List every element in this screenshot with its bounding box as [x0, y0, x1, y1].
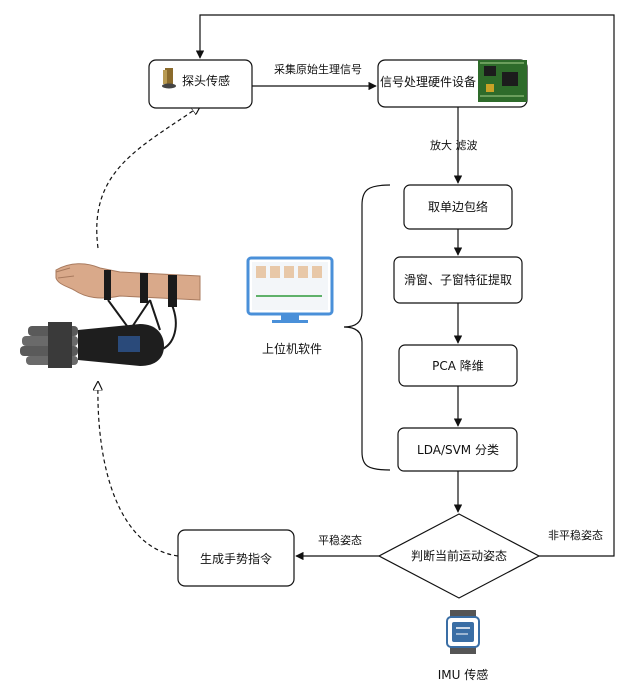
probe-sensor-node: 探头传感	[148, 59, 253, 109]
imu-node: IMU 传感	[438, 610, 489, 682]
classify-node: LDA/SVM 分类	[397, 427, 518, 472]
dashed-cmd-to-hand	[98, 382, 179, 557]
pca-label: PCA 降维	[432, 359, 484, 373]
dashed-arm-to-probe	[96, 106, 200, 249]
probe-sensor-icon	[162, 68, 176, 89]
pcb-board-icon	[478, 60, 527, 102]
host-software-label: 上位机软件	[262, 341, 322, 356]
connectors	[96, 14, 615, 561]
monitor-icon	[246, 256, 334, 323]
feature-node: 滑窗、子窗特征提取	[393, 256, 523, 304]
gesture-cmd-label: 生成手势指令	[200, 551, 272, 566]
gesture-cmd-node: 生成手势指令	[177, 529, 295, 587]
edge-label-raw-signal: 采集原始生理信号	[274, 62, 362, 76]
host-software-node: 上位机软件	[246, 256, 334, 356]
edge-label-unstable: 非平稳姿态	[548, 528, 603, 542]
prosthetic-fingers	[20, 322, 78, 368]
forearm-shape	[55, 263, 201, 301]
classify-label: LDA/SVM 分类	[417, 443, 499, 457]
pca-node: PCA 降维	[398, 344, 518, 387]
signal-hw-node: 信号处理硬件设备	[377, 59, 528, 108]
edge-label-stable: 平稳姿态	[318, 533, 362, 547]
envelope-node: 取单边包络	[403, 184, 513, 230]
signal-hw-label: 信号处理硬件设备	[380, 75, 476, 89]
decision-node: 判断当前运动姿态	[377, 513, 541, 599]
algorithm-brace	[343, 184, 391, 471]
strap-forearm	[140, 273, 148, 303]
prosthetic-display	[118, 336, 140, 352]
strap-upper	[168, 275, 177, 307]
envelope-label: 取单边包络	[428, 199, 488, 214]
fingers-shape	[55, 267, 75, 279]
loop-line	[195, 14, 615, 557]
edge-label-amp-filter: 放大 滤波	[430, 138, 478, 152]
decision-label: 判断当前运动姿态	[411, 548, 507, 563]
probe-sensor-label: 探头传感	[182, 73, 230, 88]
arm-sensor-illustration	[20, 263, 201, 368]
imu-sensor-icon	[446, 610, 480, 654]
imu-label: IMU 传感	[438, 667, 489, 682]
feature-label: 滑窗、子窗特征提取	[404, 272, 512, 287]
strap-wrist	[104, 270, 111, 300]
